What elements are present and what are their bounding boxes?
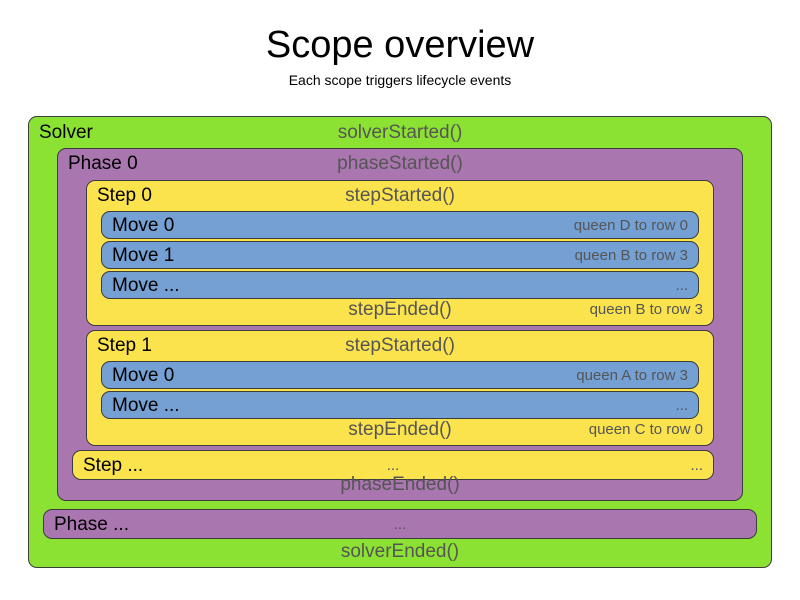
step-0-label: Step 0	[97, 185, 152, 206]
phase-0-scope[interactable]: Phase 0 phaseStarted() Step 0 stepStarte…	[57, 148, 743, 501]
move-label: Move ...	[112, 275, 180, 296]
move-detail: queen B to row 3	[574, 247, 688, 264]
step-1-started-event: stepStarted()	[345, 335, 455, 356]
solver-header-row: Solver solverStarted()	[29, 118, 771, 148]
move-label: Move 0	[112, 215, 175, 236]
step-0-header-row: Step 0 stepStarted()	[87, 181, 713, 211]
step-1-ended-row: stepEnded() queen C to row 0	[87, 415, 713, 445]
step-ellipsis-detail: ...	[690, 457, 703, 474]
phase-0-header-row: Phase 0 phaseStarted()	[58, 149, 742, 179]
step-1-move-list: Move 0 queen A to row 3 Move ... ...	[101, 361, 699, 421]
move-item[interactable]: Move ... ...	[101, 391, 699, 419]
move-detail: ...	[675, 277, 688, 294]
step-1-label: Step 1	[97, 335, 152, 356]
move-item[interactable]: Move 0 queen D to row 0	[101, 211, 699, 239]
solver-ended-row: solverEnded()	[29, 537, 771, 567]
step-0-ended-row: stepEnded() queen B to row 3	[87, 295, 713, 325]
move-detail: ...	[675, 397, 688, 414]
page-subtitle: Each scope triggers lifecycle events	[288, 72, 512, 88]
solver-scope[interactable]: Solver solverStarted() Phase 0 phaseStar…	[28, 116, 772, 568]
move-detail: queen D to row 0	[573, 217, 688, 234]
page-title: Scope overview	[265, 24, 535, 66]
solver-ended-event: solverEnded()	[340, 541, 460, 562]
phase-0-started-event: phaseStarted()	[337, 153, 463, 174]
phase-0-ended-row: phaseEnded()	[58, 470, 742, 500]
step-ellipsis-scope[interactable]: Step ... ... ...	[72, 450, 714, 480]
phase-0-label: Phase 0	[68, 153, 138, 174]
step-1-header-row: Step 1 stepStarted()	[87, 331, 713, 361]
phase-0-ended-event: phaseEnded()	[340, 474, 460, 495]
solver-label: Solver	[39, 122, 93, 143]
solver-started-event: solverStarted()	[337, 122, 463, 143]
step-0-started-event: stepStarted()	[345, 185, 455, 206]
move-item[interactable]: Move 0 queen A to row 3	[101, 361, 699, 389]
phase-ellipsis-label: Phase ...	[54, 514, 129, 535]
step-0-ended-detail: queen B to row 3	[589, 301, 703, 318]
move-item[interactable]: Move ... ...	[101, 271, 699, 299]
move-label: Move 0	[112, 365, 175, 386]
heading: Scope overview Each scope triggers lifec…	[0, 0, 800, 90]
move-detail: queen A to row 3	[576, 367, 688, 384]
move-item[interactable]: Move 1 queen B to row 3	[101, 241, 699, 269]
step-1-scope[interactable]: Step 1 stepStarted() Move 0 queen A to r…	[86, 330, 714, 446]
move-label: Move ...	[112, 395, 180, 416]
step-ellipsis-label: Step ...	[83, 455, 144, 476]
step-0-scope[interactable]: Step 0 stepStarted() Move 0 queen D to r…	[86, 180, 714, 326]
phase-ellipsis-scope[interactable]: Phase ... ...	[43, 509, 757, 539]
move-label: Move 1	[112, 245, 175, 266]
step-0-move-list: Move 0 queen D to row 0 Move 1 queen B t…	[101, 211, 699, 301]
phase-ellipsis-event: ...	[393, 516, 407, 533]
step-1-ended-detail: queen C to row 0	[588, 421, 703, 438]
